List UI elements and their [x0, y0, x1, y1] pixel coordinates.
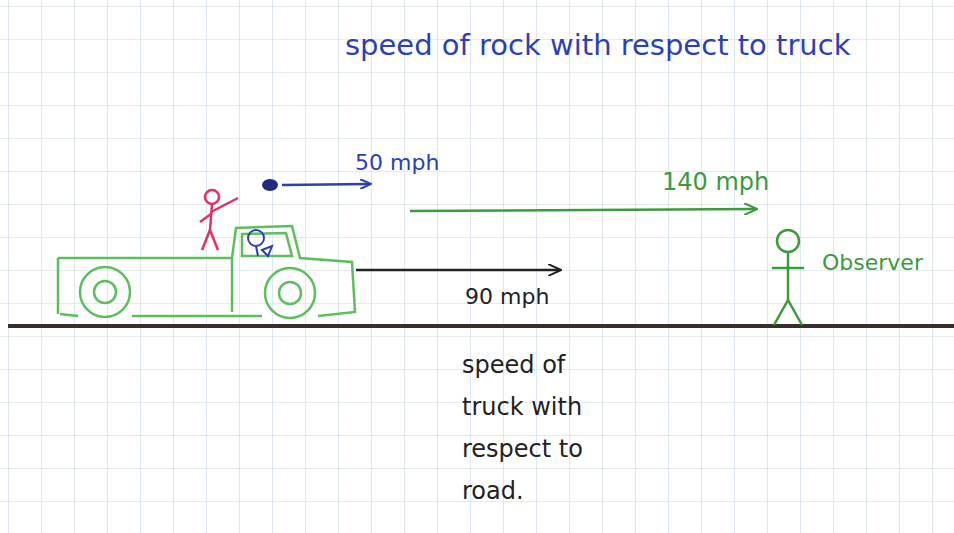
truck-door: [231, 258, 234, 312]
road: [8, 324, 954, 328]
speed-label: 90 mph: [465, 284, 549, 310]
thrower-figure: [200, 190, 238, 250]
speed-label: 140 mph: [662, 168, 769, 197]
hubcap: [279, 282, 301, 304]
rock: [262, 179, 278, 191]
speed-label: 50 mph: [355, 150, 439, 176]
truck: [58, 226, 355, 318]
wheel: [80, 267, 130, 317]
truck-body: [58, 226, 355, 316]
rock-velocity-arrow: [282, 184, 370, 185]
note: speed of truck with respect to road.: [462, 344, 612, 512]
driver-figure: [248, 230, 272, 256]
total-velocity-arrow: [410, 209, 756, 211]
figure-label: Observer: [822, 250, 923, 276]
observer-figure: [772, 230, 804, 325]
title-note: speed of rock with respect to truck: [345, 28, 851, 63]
truck-velocity-arrow: [356, 269, 560, 272]
hubcap: [94, 281, 116, 303]
truck-window: [242, 233, 292, 256]
wheel: [265, 268, 315, 318]
truck-tail: [57, 258, 60, 314]
